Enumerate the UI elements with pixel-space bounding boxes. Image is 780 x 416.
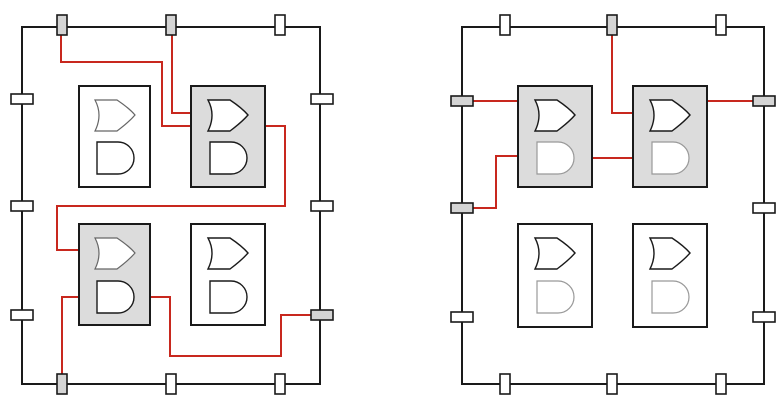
- logic-block-top-right-used: [632, 85, 708, 188]
- logic-block-bottom-left-used: [78, 223, 151, 326]
- or-gate-icon: [206, 99, 249, 132]
- io-pad-bottom-3: [274, 373, 286, 395]
- io-pad-bottom-2: [606, 373, 618, 395]
- right-io-pads: [450, 14, 776, 395]
- io-pad-left-2: [10, 200, 34, 212]
- io-pad-left-2-used: [450, 202, 474, 214]
- io-pad-left-3: [450, 311, 474, 323]
- or-gate-icon: [94, 237, 136, 270]
- io-pad-top-3: [715, 14, 727, 36]
- wire-net-2: [171, 27, 191, 114]
- io-pad-right-2: [310, 200, 334, 212]
- io-pad-bottom-1: [499, 373, 511, 395]
- right-wires: [462, 27, 764, 209]
- or-gate-icon: [533, 237, 576, 270]
- and-gate-icon: [651, 141, 690, 175]
- io-pad-right-1-used: [752, 95, 776, 107]
- logic-block-top-left-used: [517, 85, 593, 188]
- io-pad-top-3: [274, 14, 286, 36]
- io-pad-left-1-used: [450, 95, 474, 107]
- io-pad-right-3: [752, 311, 776, 323]
- io-pad-right-3-used: [310, 309, 334, 321]
- io-pad-left-3: [10, 309, 34, 321]
- io-pad-top-1-used: [56, 14, 68, 36]
- io-pad-bottom-1-used: [56, 373, 68, 395]
- and-gate-icon: [536, 280, 575, 314]
- io-pad-top-1: [499, 14, 511, 36]
- and-gate-icon: [96, 280, 135, 314]
- io-pad-right-1: [310, 93, 334, 105]
- logic-block-bottom-left: [517, 223, 593, 328]
- or-gate-icon: [648, 237, 691, 270]
- and-gate-icon: [209, 280, 248, 314]
- or-gate-icon: [94, 99, 136, 132]
- wire-net-b: [462, 155, 518, 209]
- io-pad-top-2-used: [606, 14, 618, 36]
- wire-net-d: [611, 27, 633, 114]
- and-gate-icon: [96, 141, 135, 175]
- wire-net-3: [56, 125, 286, 251]
- io-pad-right-2: [752, 202, 776, 214]
- or-gate-icon: [648, 99, 691, 132]
- io-pad-left-1: [10, 93, 34, 105]
- logic-block-top-right-used: [190, 85, 266, 188]
- or-gate-icon: [533, 99, 576, 132]
- and-gate-icon: [651, 280, 690, 314]
- left-wires: [56, 27, 320, 384]
- or-gate-icon: [206, 237, 249, 270]
- io-pad-bottom-3: [715, 373, 727, 395]
- io-pad-bottom-2: [165, 373, 177, 395]
- right-layout: [450, 14, 776, 395]
- wire-net-5: [150, 296, 320, 357]
- wire-net-4: [61, 296, 79, 384]
- logic-block-bottom-right: [190, 223, 266, 326]
- wire-net-1: [60, 27, 191, 127]
- and-gate-icon: [209, 141, 248, 175]
- logic-block-bottom-right: [632, 223, 708, 328]
- left-io-pads: [10, 14, 334, 395]
- left-layout: [10, 14, 334, 395]
- io-pad-top-2-used: [165, 14, 177, 36]
- logic-block-top-left: [78, 85, 151, 188]
- and-gate-icon: [536, 141, 575, 175]
